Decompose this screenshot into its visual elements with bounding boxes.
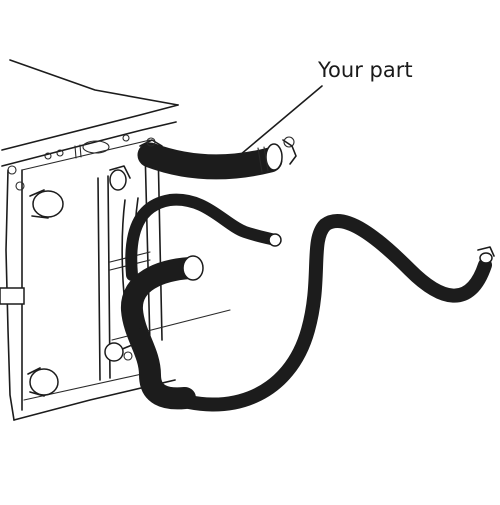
mount-hole — [44, 152, 52, 160]
heater-hose-clamp — [477, 246, 495, 257]
radiator-top-edge — [1, 104, 179, 151]
inlet-neck-opening — [32, 190, 64, 218]
lower-hose-fill — [122, 258, 200, 408]
radiator-top-rail — [1, 121, 177, 167]
lower-clamp-screw — [123, 351, 133, 361]
radiator-bracket — [0, 287, 25, 305]
vertical-pipe — [109, 165, 141, 331]
callout-label: Your part — [318, 58, 413, 82]
radiator-center-post-left — [97, 177, 101, 381]
radiator-cap-hole — [82, 140, 110, 154]
lower-radiator-hose — [104, 255, 204, 410]
outlet-neck-opening — [29, 368, 59, 396]
vertical-pipe-left — [121, 199, 129, 331]
pipe-top-fitting — [109, 169, 127, 191]
radiator — [0, 59, 231, 421]
bypass-hose-end — [268, 233, 282, 247]
mount-hole — [122, 134, 130, 142]
callout-leader-line — [239, 85, 323, 156]
radiator-bolt — [7, 165, 17, 175]
inlet-neck-body — [29, 189, 49, 219]
lower-hose-end — [182, 255, 204, 281]
outlet-neck-body — [27, 367, 45, 397]
pipe-top-clamp — [109, 165, 131, 179]
hose-clamp-right — [282, 139, 297, 165]
upper-radiator-hose — [137, 136, 297, 180]
radiator-left-side — [5, 169, 15, 421]
heater-hose-end — [479, 252, 493, 264]
radiator-outlet-neck — [27, 367, 59, 397]
mount-hole — [56, 149, 64, 157]
clamp-screw-right — [283, 136, 295, 148]
bypass-hose-fill — [126, 195, 280, 280]
radiator-right-post-right — [157, 145, 163, 341]
hose-end-upper — [265, 143, 283, 171]
heater-hose-outline — [158, 214, 492, 412]
hose-clamp-left — [139, 139, 163, 147]
radiator-inlet-neck — [29, 189, 64, 219]
radiator-core-top — [21, 139, 151, 171]
vertical-pipe-right — [133, 197, 141, 329]
heater-hose — [158, 214, 495, 412]
radiator-bolt — [15, 181, 25, 191]
bypass-hose — [125, 193, 282, 281]
lower-hose-clamp — [119, 344, 139, 357]
mount-stud — [74, 144, 82, 159]
clamp-screw-left — [146, 137, 156, 147]
radiator-right-post-left — [144, 147, 151, 346]
radiator-upper-rim — [9, 59, 179, 106]
lower-hose-fitting — [104, 342, 124, 362]
hose-rib — [257, 146, 269, 173]
heater-hose-fill — [159, 215, 491, 411]
hose-fill — [139, 144, 281, 178]
